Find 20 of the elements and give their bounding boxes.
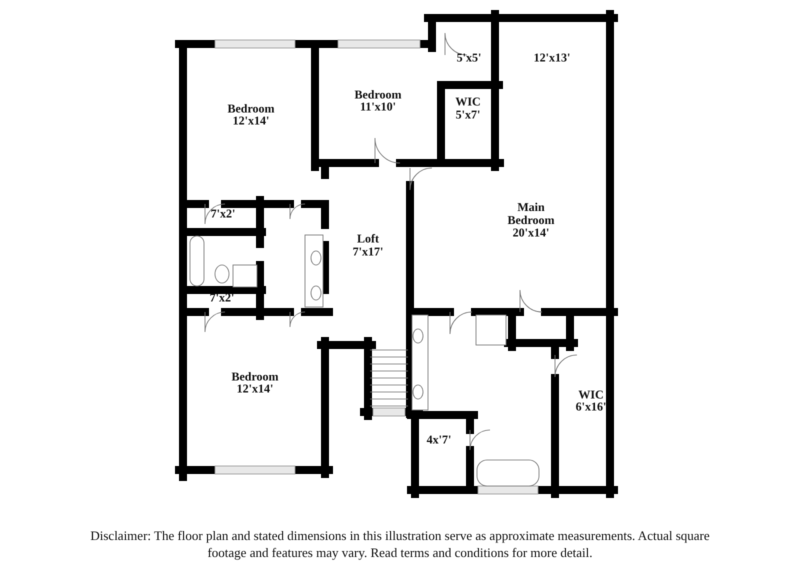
room-label: 6'x16' <box>576 400 606 414</box>
room-label: Main Bedroom <box>506 200 556 228</box>
room-label: WIC <box>578 388 604 402</box>
room-label: 11'x10' <box>360 100 396 114</box>
room-label: WIC <box>455 95 481 109</box>
room-label: 20'x14' <box>512 226 550 240</box>
room-label: 12'x14' <box>236 382 274 396</box>
room-label: 5'x7' <box>456 108 480 122</box>
room-label: Bedroom <box>227 102 275 116</box>
room-label: Loft <box>357 232 379 246</box>
room-label: 12'x14' <box>232 114 270 128</box>
room-label: 7'x2' <box>210 291 234 305</box>
room-label: Bedroom <box>354 88 402 102</box>
disclaimer-text: Disclaimer: The floor plan and stated dimensions in this illustration serve as approximate measurements. Actual square footage and features may vary. Read terms and conditions for more detail. <box>89 528 711 562</box>
room-label: 5'x5' <box>456 51 482 65</box>
room-label: 4x'7' <box>426 433 452 447</box>
room-label: 12'x13' <box>534 51 570 65</box>
room-label: 7'x2' <box>210 207 236 221</box>
room-label: Bedroom <box>231 370 279 384</box>
room-label: 7'x17' <box>352 245 384 259</box>
